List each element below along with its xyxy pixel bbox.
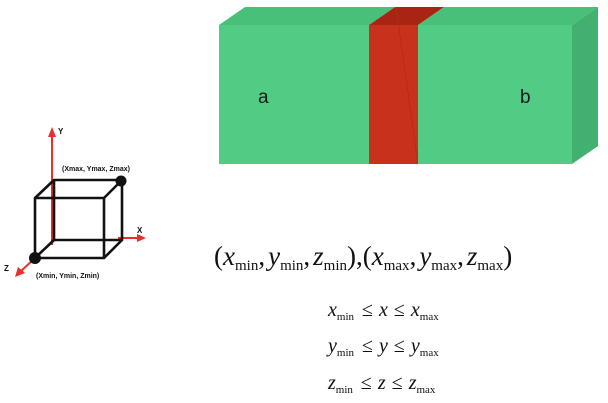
slab-a-front [219, 25, 369, 164]
max-corner-dot [115, 175, 127, 187]
slab-interface-top [369, 7, 444, 25]
svg-text:ymin≤y≤ymax: ymin≤y≤ymax [326, 335, 439, 359]
sep-3: , [410, 241, 417, 271]
coordinate-pair-equation: (xmin,ymin,zmin),(xmax,ymax,zmax) [214, 241, 512, 274]
svg-text:xmin≤x≤xmax: xmin≤x≤xmax [327, 299, 439, 323]
x-axis-label: X [137, 226, 143, 235]
sub-min-z: min [324, 258, 348, 274]
inequality-x: xmin≤x≤xmax [327, 299, 439, 323]
sub-min-x: min [235, 258, 259, 274]
y-axis-arrowhead [48, 127, 56, 137]
slab-interface-edge [395, 6, 419, 165]
sub-max-x: max [384, 258, 410, 274]
svg-text:(xmin,ymin,zmin),(xmax,ymax,zm: (xmin,ymin,zmin),(xmax,ymax,zmax) [214, 241, 512, 274]
slab-b-top [418, 7, 598, 25]
paren-mid: ),( [347, 241, 372, 271]
slab-interface-front [369, 25, 418, 164]
bounding-box-cube-figure: Y X Z (Xmax, Ymax, Zmax) (Xmin, Ymin, Zm… [4, 127, 146, 280]
var-z-min: z [312, 241, 324, 271]
slab-b-front [418, 25, 572, 164]
var-y-max: y [416, 241, 431, 271]
sep-2: , [303, 241, 310, 271]
var-x-max: x [371, 241, 384, 271]
z-axis-arrowhead [15, 267, 25, 277]
y-axis-label: Y [58, 127, 64, 136]
slab-b-side [572, 7, 598, 164]
x-axis-arrowhead [137, 234, 146, 242]
var-y-min: y [265, 241, 280, 271]
svg-text:zmin≤z≤zmax: zmin≤z≤zmax [327, 372, 436, 396]
slab-figure: a b [219, 6, 598, 165]
slab-label-b: b [520, 87, 531, 108]
sep-1: , [258, 241, 265, 271]
max-corner-label: (Xmax, Ymax, Zmax) [62, 166, 130, 173]
paren-open: ( [214, 241, 223, 271]
slab-a-top [219, 7, 395, 25]
var-z-max: z [466, 241, 478, 271]
inequality-y: ymin≤y≤ymax [326, 335, 439, 359]
min-corner-dot [29, 252, 41, 264]
sub-max-y: max [431, 258, 457, 274]
cube-wireframe [33, 178, 124, 260]
min-corner-label: (Xmin, Ymin, Zmin) [36, 273, 99, 280]
paren-close: ) [503, 241, 512, 271]
var-x-min: x [222, 241, 235, 271]
sub-min-y: min [280, 258, 304, 274]
z-axis-label: Z [4, 264, 9, 273]
sep-4: , [457, 241, 464, 271]
sub-max-z: max [477, 258, 503, 274]
slab-label-a: a [258, 87, 269, 108]
inequality-z: zmin≤z≤zmax [327, 372, 436, 396]
